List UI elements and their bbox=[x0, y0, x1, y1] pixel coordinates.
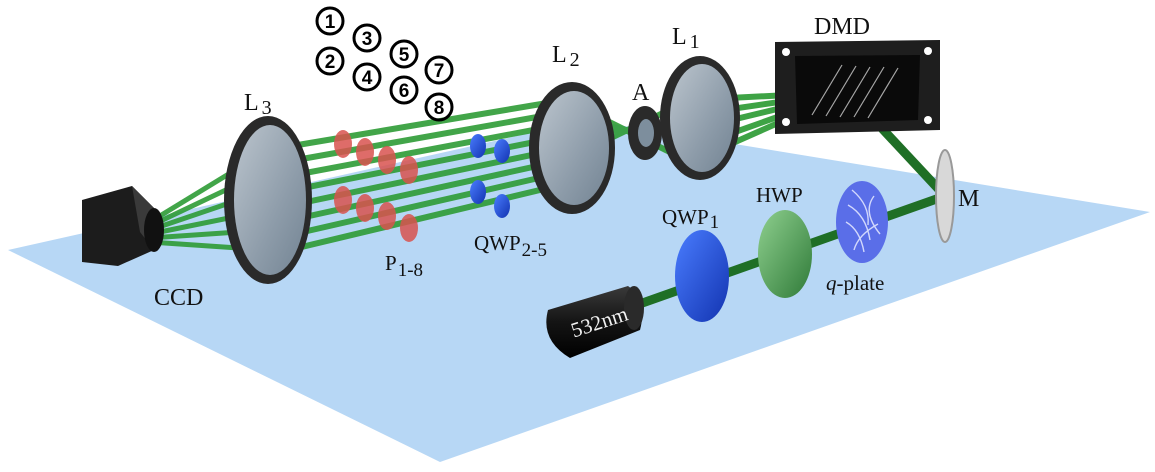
channel-number-5: 5 bbox=[389, 39, 419, 69]
mirror bbox=[935, 149, 955, 243]
svg-text:1: 1 bbox=[325, 12, 336, 33]
label-qwp-2-5-main: QWP bbox=[474, 231, 521, 255]
lens-l3 bbox=[224, 116, 312, 284]
channel-number-3: 3 bbox=[352, 23, 382, 53]
aperture bbox=[628, 106, 662, 160]
label-qwp1-sub: 1 bbox=[710, 212, 720, 233]
label-qwp1: QWP1 bbox=[662, 205, 719, 233]
label-qwp-2-5: QWP2-5 bbox=[474, 231, 547, 261]
lens-l1 bbox=[660, 56, 740, 180]
label-q-plate-rest: -plate bbox=[837, 271, 885, 295]
label-ccd: CCD bbox=[154, 285, 203, 311]
svg-text:6: 6 bbox=[399, 81, 410, 102]
label-mirror: M bbox=[958, 186, 979, 212]
dmd bbox=[775, 40, 940, 134]
label-aperture: A bbox=[632, 80, 650, 106]
polarizers-p1-8 bbox=[334, 130, 418, 242]
svg-text:8: 8 bbox=[434, 98, 445, 119]
channel-number-2: 2 bbox=[315, 46, 345, 76]
q-plate bbox=[836, 181, 888, 263]
channel-number-4: 4 bbox=[352, 62, 382, 92]
channel-number-7: 7 bbox=[424, 55, 454, 85]
channel-number-8: 8 bbox=[424, 92, 454, 122]
ccd-camera bbox=[82, 186, 164, 266]
label-hwp: HWP bbox=[756, 183, 803, 207]
label-l1-sub: 1 bbox=[690, 31, 700, 53]
label-l3-main: L bbox=[244, 90, 259, 116]
label-l2-sub: 2 bbox=[570, 49, 580, 71]
svg-text:5: 5 bbox=[399, 45, 410, 66]
svg-text:4: 4 bbox=[362, 68, 373, 89]
qwp-2-5 bbox=[470, 134, 510, 218]
channel-number-6: 6 bbox=[389, 75, 419, 105]
label-dmd: DMD bbox=[814, 14, 870, 40]
label-qwp1-main: QWP bbox=[662, 205, 709, 229]
label-l3-sub: 3 bbox=[262, 97, 272, 119]
hwp bbox=[758, 210, 812, 298]
label-l2-main: L bbox=[552, 42, 567, 68]
lens-l2 bbox=[529, 82, 615, 214]
label-p1-8-main: P bbox=[385, 251, 397, 275]
svg-text:7: 7 bbox=[434, 61, 445, 82]
label-p1-8: P1-8 bbox=[385, 251, 423, 281]
label-p1-8-sub: 1-8 bbox=[398, 260, 423, 281]
qwp-1 bbox=[675, 230, 729, 322]
label-qwp-2-5-sub: 2-5 bbox=[522, 240, 547, 261]
label-l1-main: L bbox=[672, 24, 687, 50]
label-q-plate-q: q bbox=[826, 271, 837, 295]
svg-text:3: 3 bbox=[362, 29, 373, 50]
laser-532nm bbox=[546, 286, 644, 358]
channel-number-1: 1 bbox=[315, 6, 345, 36]
svg-text:2: 2 bbox=[325, 52, 336, 73]
label-q-plate: q-plate bbox=[826, 271, 884, 295]
